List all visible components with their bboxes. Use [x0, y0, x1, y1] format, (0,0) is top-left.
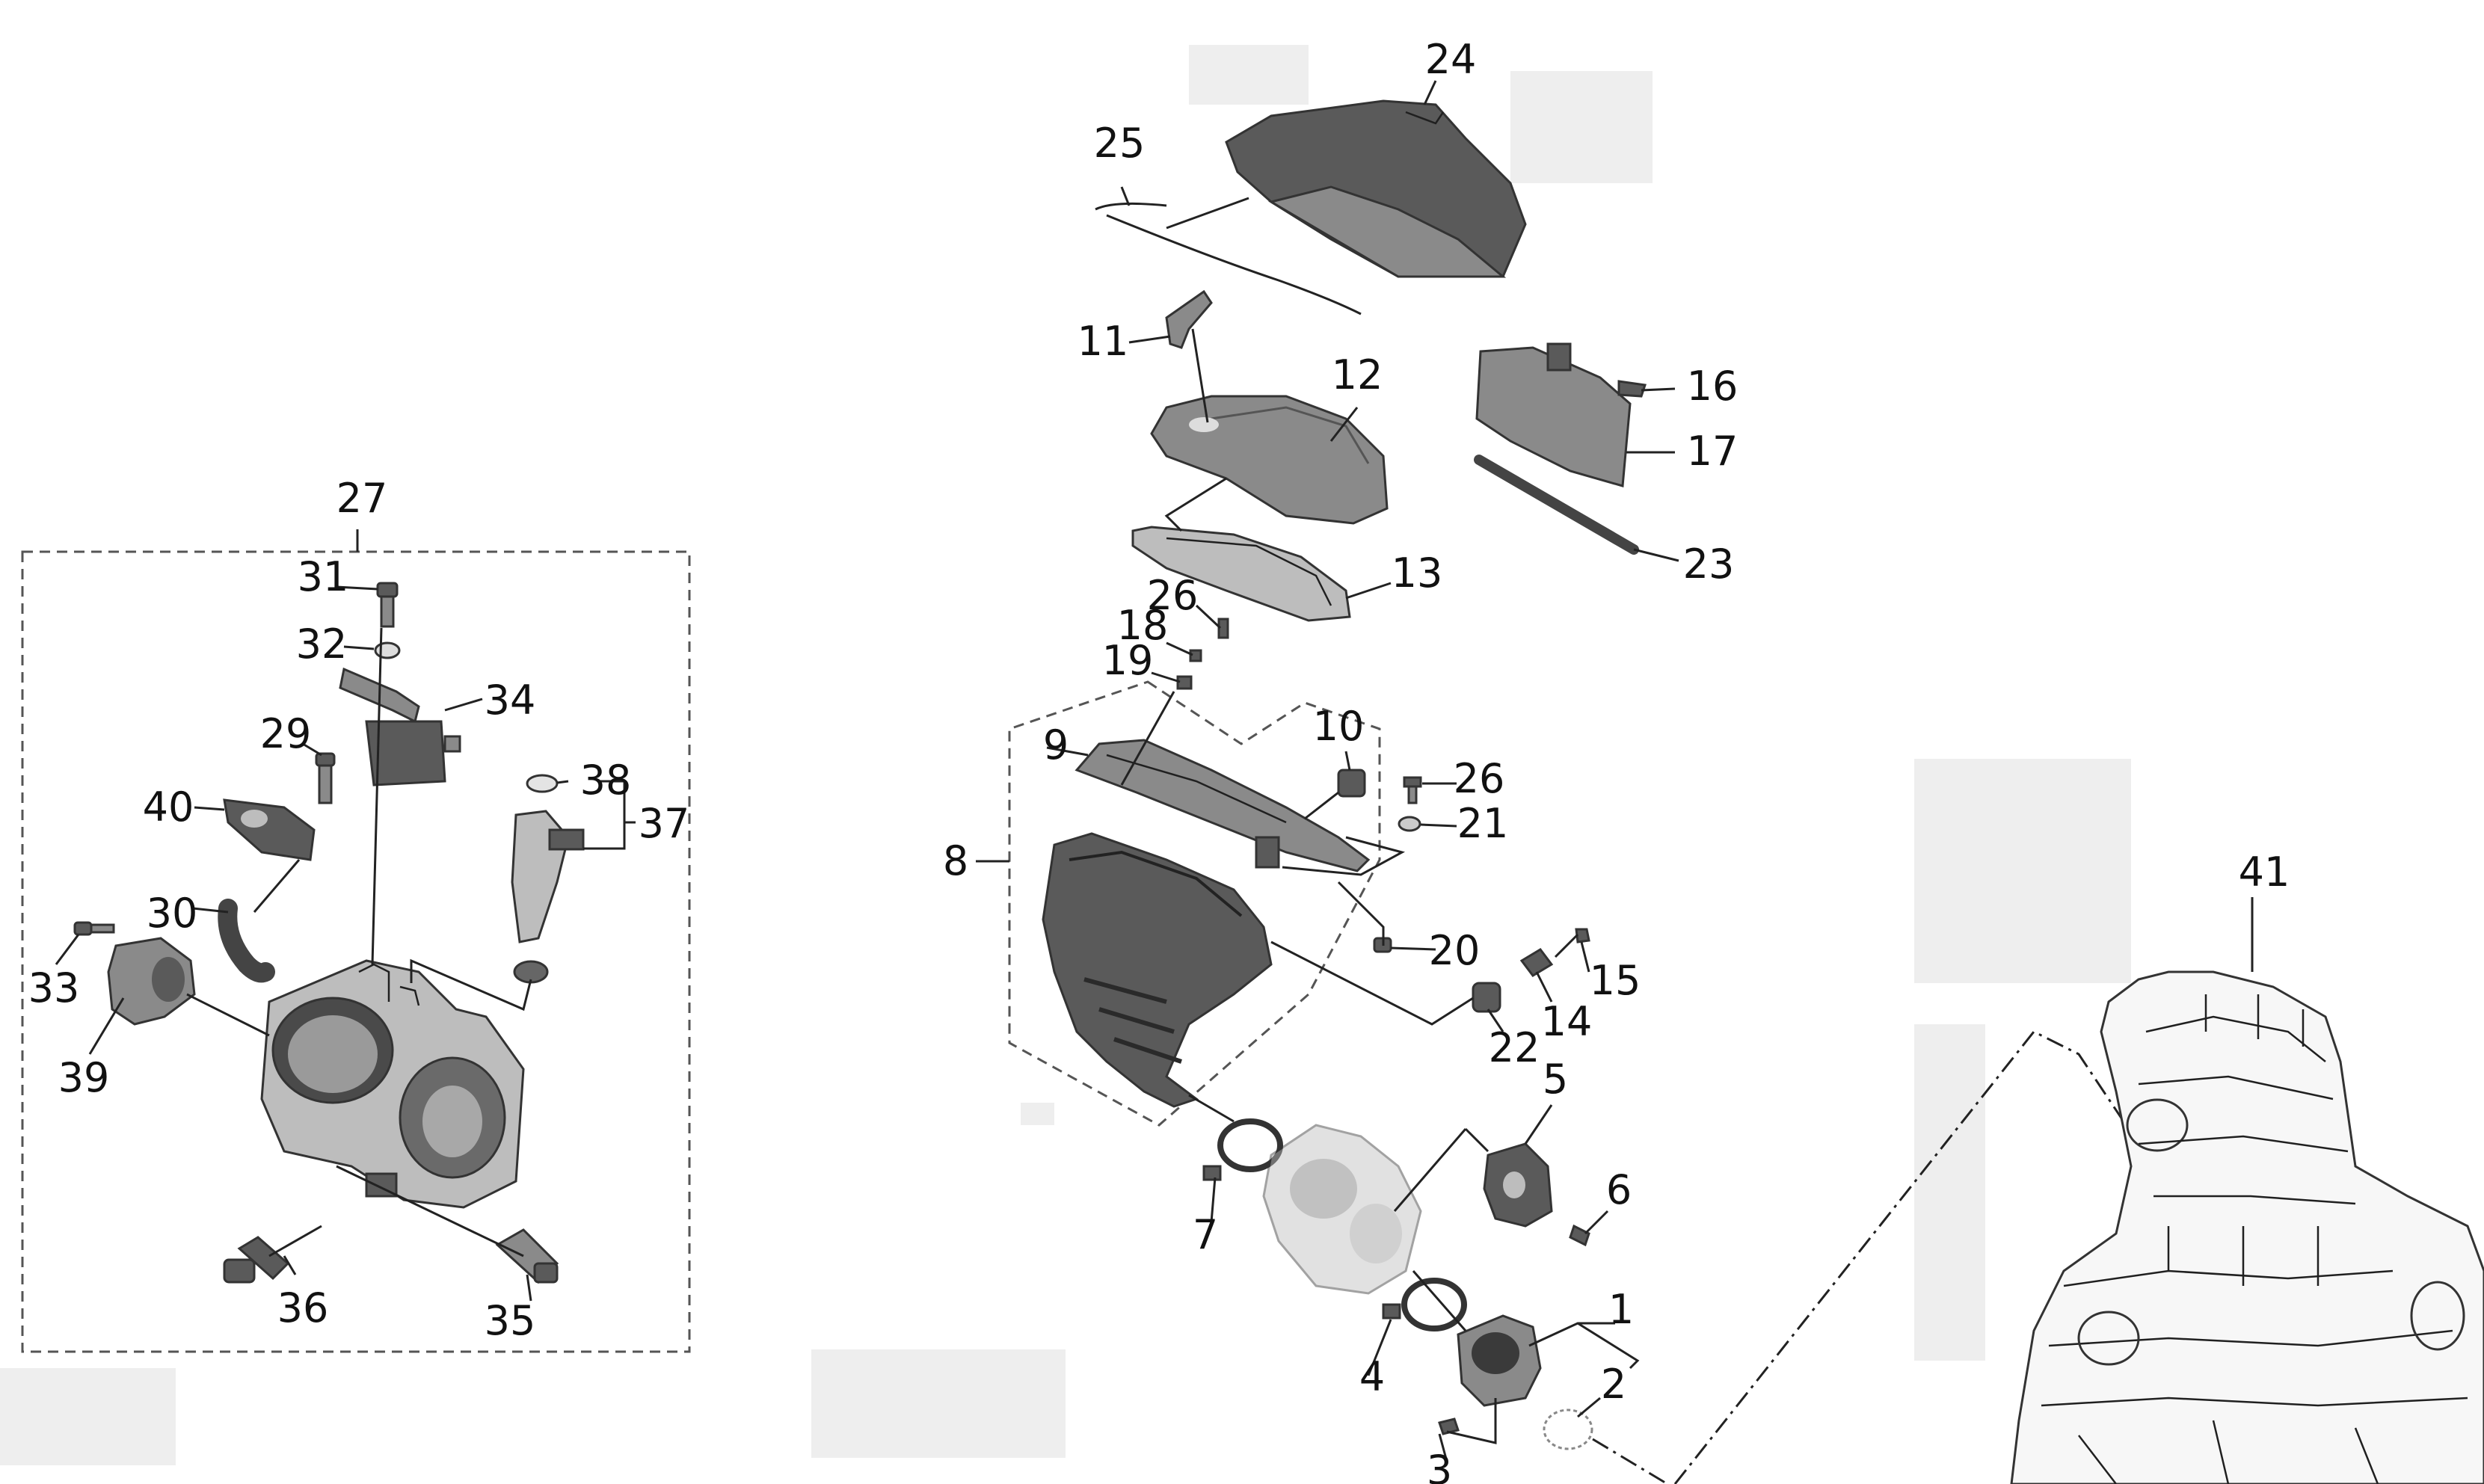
part-8-dashed-group	[1008, 680, 1381, 1127]
callout-10: 10	[1313, 703, 1365, 750]
callout-22: 22	[1489, 1024, 1540, 1071]
callout-40: 40	[143, 783, 194, 831]
callout-12: 12	[1332, 351, 1383, 398]
callout-11: 11	[1077, 318, 1129, 365]
callout-30: 30	[147, 890, 198, 937]
callout-23: 23	[1683, 541, 1735, 588]
callout-37: 37	[639, 800, 690, 847]
callout-29: 29	[260, 710, 312, 757]
part-11-clip	[1165, 289, 1213, 349]
part-40-sensor	[223, 798, 316, 861]
callout-1: 1	[1608, 1286, 1634, 1333]
part-37-seal	[513, 960, 549, 984]
part-15-screw	[1575, 928, 1590, 943]
part-5-cover	[1483, 1142, 1553, 1228]
callout-7: 7	[1193, 1211, 1218, 1258]
callout-26-right: 26	[1454, 755, 1505, 802]
callout-19: 19	[1102, 637, 1154, 684]
callout-41: 41	[2239, 849, 2290, 896]
part-38-oring	[526, 774, 559, 793]
part-26-screw-right	[1403, 776, 1422, 804]
throttle-body-group	[21, 529, 691, 1353]
callout-15: 15	[1590, 957, 1641, 1004]
part-16-clip	[1617, 380, 1647, 398]
part-21-washer	[1398, 816, 1421, 832]
callout-5: 5	[1543, 1056, 1568, 1103]
part-3-screw	[1438, 1417, 1460, 1435]
callout-16: 16	[1687, 363, 1739, 410]
callout-38: 38	[580, 757, 632, 804]
part-41-engine	[1673, 897, 2484, 1484]
callout-18: 18	[1117, 602, 1169, 649]
part-34-fitting	[339, 667, 461, 786]
part-14-sensor	[1519, 948, 1554, 977]
part-31-bolt	[376, 582, 399, 628]
part-36-sensor	[223, 1225, 322, 1284]
part-30-hose	[218, 899, 275, 983]
masked-patches	[0, 45, 2131, 1465]
callout-9: 9	[1043, 721, 1069, 769]
callout-24: 24	[1425, 36, 1477, 83]
callout-21: 21	[1457, 800, 1509, 847]
callout-13: 13	[1392, 549, 1443, 597]
part-37-injector	[511, 810, 585, 943]
callout-26-top: 26	[1147, 572, 1199, 619]
callout-17: 17	[1687, 428, 1739, 475]
part-1-boot	[1457, 1314, 1542, 1407]
part-9-lid	[1075, 739, 1371, 872]
callout-3: 3	[1427, 1447, 1452, 1484]
airbox-body	[1042, 832, 1273, 1108]
part-13-frame	[1131, 526, 1351, 622]
part-4-clamp	[1382, 1278, 1467, 1331]
left-leaders	[55, 585, 636, 1302]
callout-33: 33	[28, 964, 80, 1012]
callout-4: 4	[1359, 1353, 1385, 1400]
part-33-bolt	[73, 921, 115, 936]
part-6-screw	[1569, 1224, 1590, 1247]
callout-14: 14	[1541, 998, 1593, 1045]
part-26-18-19-screws	[1176, 618, 1229, 690]
part-10-sensor	[1337, 769, 1366, 798]
part-32-washer	[374, 641, 401, 659]
callout-labels: 1 2 3 4 5 6 7 8 9 10 11 12 13 14 15 16 1…	[28, 36, 2290, 1484]
part-7-clamp	[1202, 1118, 1283, 1181]
part-12-filter	[1150, 395, 1389, 525]
callout-27: 27	[336, 475, 388, 522]
part-24-cover	[1225, 99, 1527, 278]
center-leaders	[976, 80, 1679, 1484]
part-25-strap	[1095, 197, 1362, 315]
callout-35: 35	[485, 1297, 536, 1344]
callout-36: 36	[277, 1284, 329, 1331]
part-29-bolt	[315, 752, 336, 804]
callout-31: 31	[298, 553, 349, 600]
part-17-bracket	[1475, 342, 1632, 487]
callout-20: 20	[1429, 927, 1481, 974]
part-39-tps	[107, 937, 196, 1026]
throttle-body-faded	[1262, 1124, 1422, 1295]
part-35-sensor	[495, 1228, 559, 1284]
callout-8: 8	[943, 837, 968, 884]
callout-2: 2	[1601, 1361, 1626, 1408]
callout-34: 34	[485, 677, 536, 724]
callout-32: 32	[296, 621, 348, 668]
throttle-body-main	[260, 959, 525, 1209]
callout-25: 25	[1094, 120, 1146, 167]
airbox-assembly	[976, 80, 1679, 1484]
callout-6: 6	[1606, 1166, 1632, 1213]
group-27-dashed-frame	[21, 550, 691, 1353]
part-22-grommet	[1472, 982, 1501, 1013]
callout-39: 39	[58, 1054, 110, 1101]
part-2-oring	[1543, 1408, 1593, 1450]
part-23-rod	[1474, 455, 1639, 555]
